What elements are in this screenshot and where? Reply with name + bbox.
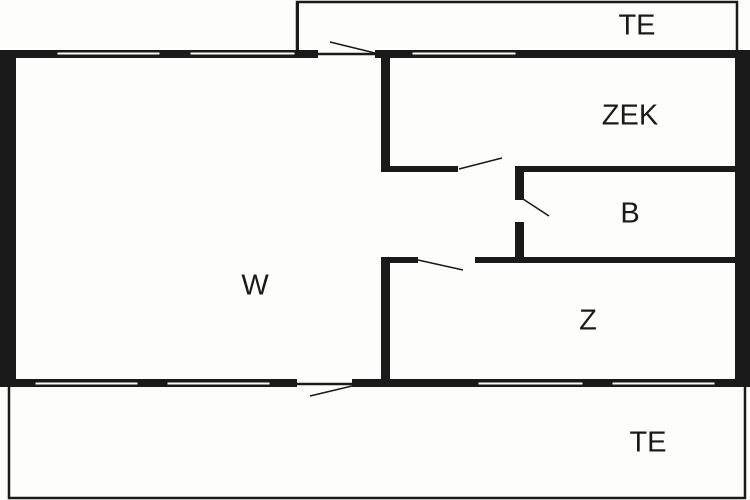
wall-bedroom-top [381, 257, 418, 263]
doors [309, 41, 550, 397]
wall-bottom-left [0, 379, 297, 387]
window [189, 51, 296, 56]
wall-left [0, 50, 16, 386]
door-swing [309, 385, 353, 397]
window [56, 51, 161, 56]
window [34, 381, 139, 386]
room-label-bathroom: B [620, 198, 639, 230]
window [411, 51, 517, 56]
door-swing [329, 41, 376, 54]
wall-terrace [296, 2, 299, 54]
room-label-bedroom: Z [579, 305, 597, 337]
room-label-kitchen: ZEK [602, 100, 659, 132]
window [477, 381, 584, 386]
room-label-terrace-top: TE [618, 10, 655, 42]
window [611, 381, 716, 386]
wall-kitchen-left [381, 56, 390, 172]
wall-bath-left [515, 168, 524, 200]
window [166, 381, 271, 386]
room-label-living: W [241, 270, 269, 302]
wall-right [735, 50, 750, 386]
wall-bedroom-top [475, 257, 737, 263]
room-label-terrace-bottom: TE [629, 427, 666, 459]
door-swing [458, 157, 503, 170]
door-swing [417, 259, 464, 271]
walls [0, 2, 750, 387]
door-swing [522, 198, 550, 217]
wall-kitchen-bottom [381, 166, 458, 172]
wall-kitchen-bottom [515, 166, 737, 172]
wall-top-right [375, 50, 750, 58]
wall-bath-left [515, 222, 524, 262]
wall-bedroom-left [381, 257, 390, 383]
